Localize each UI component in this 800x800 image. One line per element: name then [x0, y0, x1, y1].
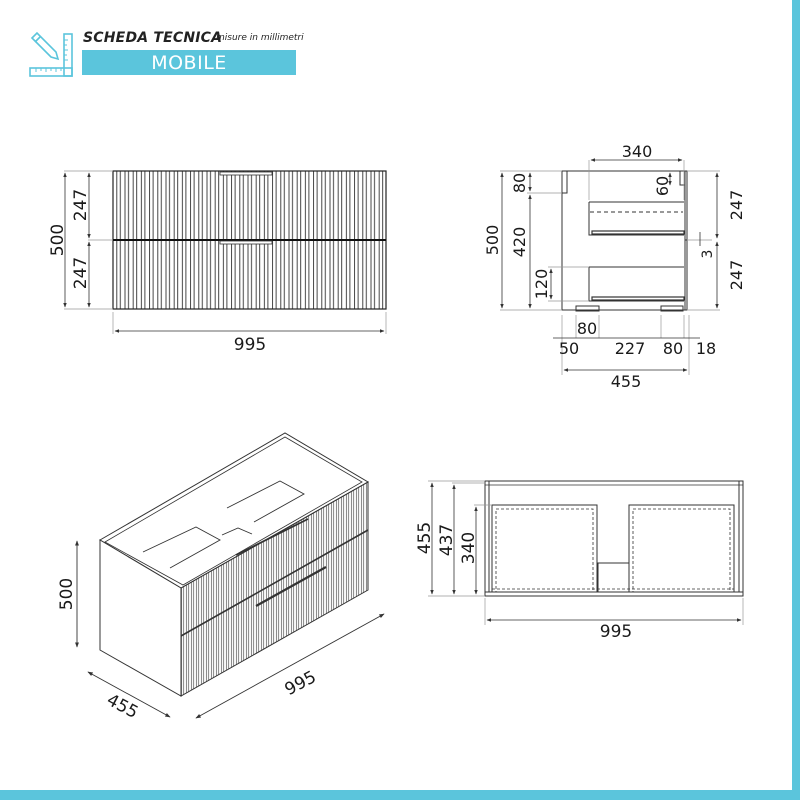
- ruler-pencil-icon: [29, 31, 73, 77]
- front-view: 500 247 247 995: [48, 170, 387, 355]
- side-drawer-top: 247: [727, 190, 746, 221]
- side-dim-227: 227: [615, 339, 646, 358]
- iso-depth: 455: [103, 690, 141, 723]
- bottom-drawer-handle: [219, 240, 273, 245]
- top-width: 995: [600, 622, 632, 642]
- isometric-view: 500 455 995: [57, 432, 385, 723]
- side-handle-height: 60: [653, 176, 672, 196]
- side-top-depth: 340: [622, 142, 653, 161]
- side-foot-width: 80: [577, 319, 597, 338]
- front-drawer-bottom-height: 247: [71, 257, 91, 289]
- front-drawer-top-height: 247: [71, 189, 91, 221]
- side-dim-80: 80: [663, 339, 683, 358]
- top-depth-total: 455: [415, 522, 435, 554]
- top-view: 455 437 340 995: [415, 480, 744, 642]
- iso-width: 995: [282, 667, 320, 700]
- side-view: 340 500 80 420 120 60 247 3 247 80 50 22…: [483, 142, 746, 391]
- top-depth-inner: 437: [437, 524, 457, 556]
- side-dim-50: 50: [559, 339, 579, 358]
- units-note: misure in millimetri: [216, 33, 304, 43]
- front-height-total: 500: [48, 224, 68, 256]
- side-height-total: 500: [483, 225, 502, 256]
- top-drawer-handle: [219, 171, 273, 176]
- category-label: MOBILE: [151, 52, 227, 74]
- top-drawer-depth: 340: [459, 532, 479, 564]
- front-width: 995: [234, 335, 266, 355]
- side-dim-18: 18: [696, 339, 716, 358]
- side-depth-total: 455: [611, 372, 642, 391]
- side-drawer-bottom: 247: [727, 260, 746, 291]
- side-inner-height: 420: [510, 227, 529, 258]
- sheet-title: SCHEDA TECNICA: [83, 30, 223, 46]
- iso-height: 500: [57, 578, 77, 610]
- side-gap: 3: [700, 250, 716, 259]
- side-bottom-drawer: 120: [532, 269, 551, 300]
- technical-drawings: 500 247 247 995: [48, 142, 746, 723]
- category-banner: MOBILE: [82, 50, 296, 75]
- side-top-gap: 80: [510, 173, 529, 193]
